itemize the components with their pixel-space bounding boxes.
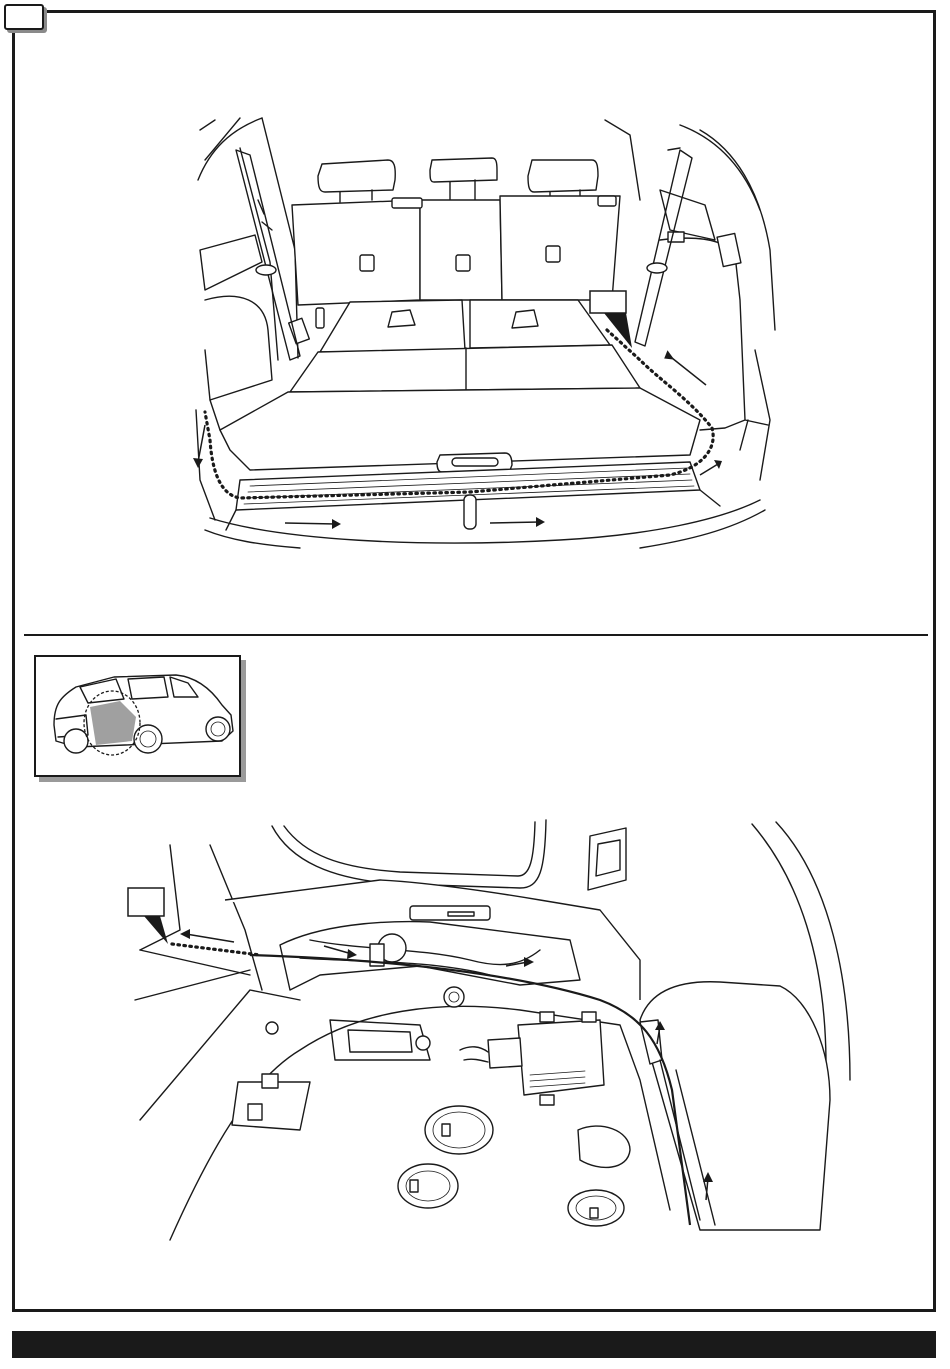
- footer-bar: [12, 1331, 936, 1358]
- footer-text: [12, 1337, 20, 1351]
- quarter-panel-illustration: [0, 0, 950, 1300]
- bottom-callout-label: [128, 888, 164, 916]
